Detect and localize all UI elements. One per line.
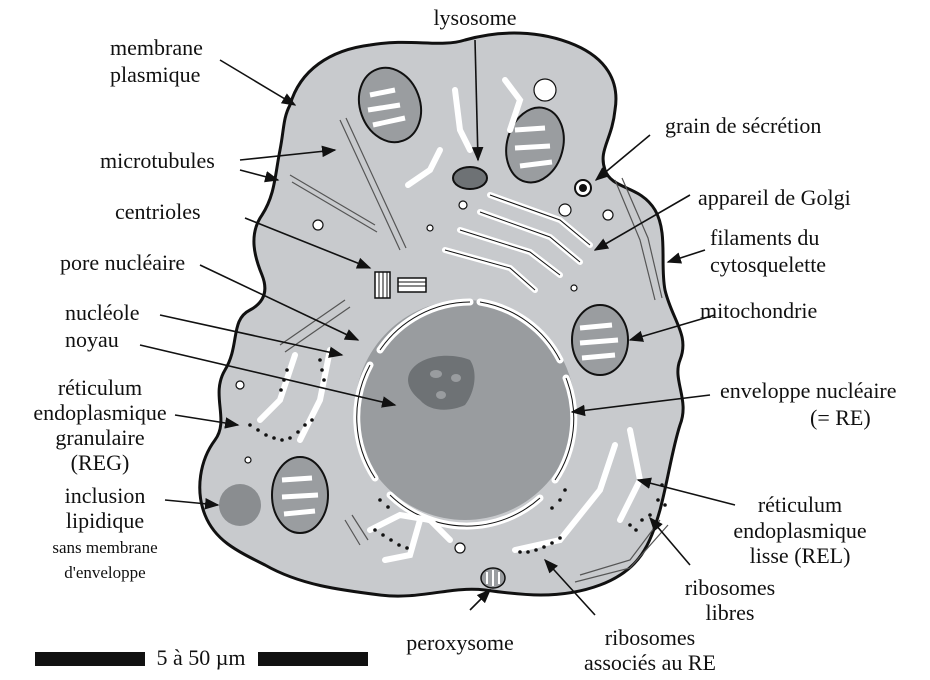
label-inclusion-3: sans membrane: [52, 538, 157, 557]
label-reg-2: endoplasmique: [33, 400, 166, 425]
label-microtubules: microtubules: [100, 148, 215, 173]
label-rel-1: réticulum: [758, 492, 842, 517]
label-free-ribosomes-1: ribosomes: [685, 575, 775, 600]
label-inclusion-2: lipidique: [66, 508, 144, 533]
label-inclusion-4: d'enveloppe: [64, 563, 145, 582]
scale-label: 5 à 50 µm: [156, 645, 245, 670]
label-filaments-1: filaments du: [710, 225, 819, 250]
label-nucleus: noyau: [65, 327, 119, 352]
label-reg-1: réticulum: [58, 375, 142, 400]
lysosome-organelle: [453, 167, 487, 189]
label-centrioles: centrioles: [115, 199, 201, 224]
label-free-ribosomes-2: libres: [706, 600, 755, 625]
label-lysosome: lysosome: [433, 5, 516, 30]
label-rel-2: endoplasmique: [733, 518, 866, 543]
mitochondrion-3: [572, 305, 628, 375]
label-inclusion-1: inclusion: [65, 483, 146, 508]
label-nucleolus: nucléole: [65, 300, 140, 325]
label-er-ribosomes-1: ribosomes: [605, 625, 695, 650]
label-pore: pore nucléaire: [60, 250, 185, 275]
lipid-inclusion: [219, 484, 261, 526]
mitochondrion-4: [272, 457, 328, 533]
label-envelope-2: (= RE): [810, 405, 871, 430]
label-golgi: appareil de Golgi: [698, 185, 851, 210]
label-reg-3: granulaire: [55, 425, 144, 450]
label-envelope-1: enveloppe nucléaire: [720, 378, 897, 403]
label-membrane-2: plasmique: [110, 62, 200, 87]
label-reg-4: (REG): [71, 450, 130, 475]
label-membrane-1: membrane: [110, 35, 203, 60]
label-secretion-grain: grain de sécrétion: [665, 113, 821, 138]
label-er-ribosomes-2: associés au RE: [584, 650, 716, 675]
label-mitochondrie: mitochondrie: [700, 298, 817, 323]
label-rel-3: lisse (REL): [750, 543, 851, 568]
label-peroxisome: peroxysome: [406, 630, 514, 655]
label-filaments-2: cytosquelette: [710, 252, 826, 277]
scale-bar: 5 à 50 µm: [35, 645, 368, 670]
